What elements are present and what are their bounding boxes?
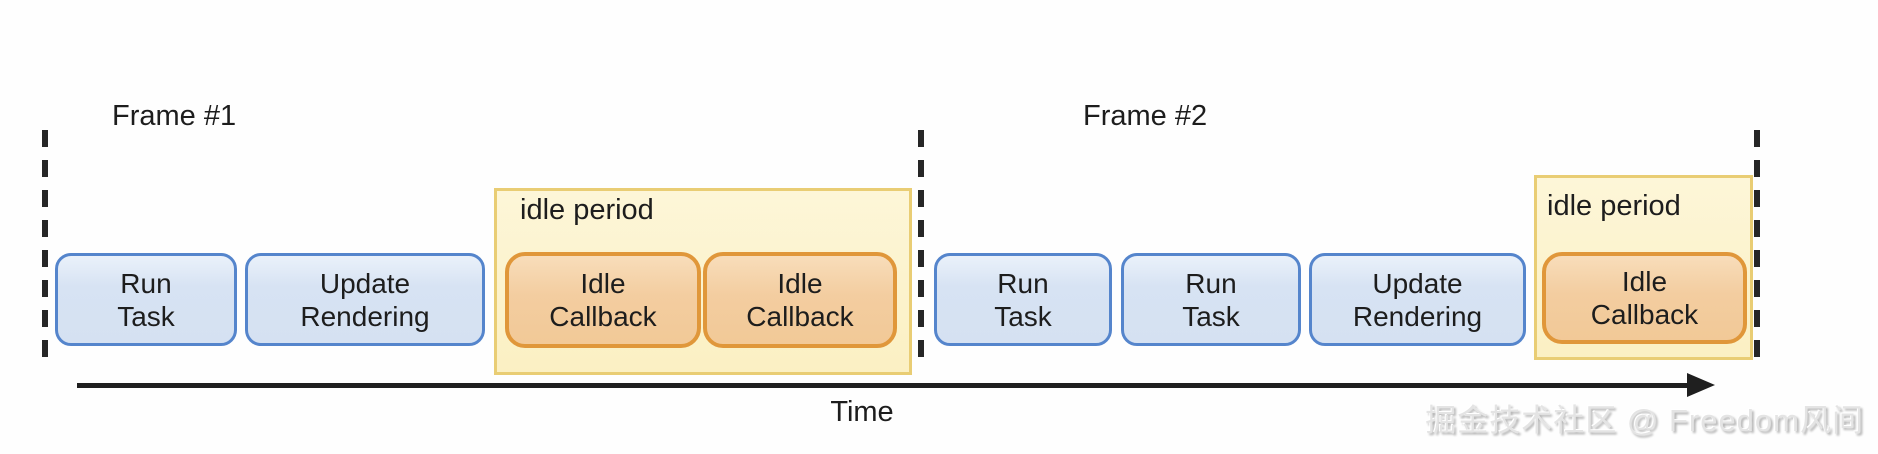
frame1-idle-period-label: idle period: [520, 194, 654, 226]
frame1-idle-callback-box-2: Idle Callback: [703, 252, 897, 348]
frame2-label: Frame #2: [1083, 100, 1208, 132]
time-axis-label: Time: [830, 396, 894, 428]
frame1-label: Frame #1: [112, 100, 237, 132]
frame2-start-boundary-dashed-line: [918, 130, 924, 368]
frame2-end-boundary-dashed-line: [1754, 130, 1760, 368]
frame2-update-rendering-box: Update Rendering: [1309, 253, 1526, 346]
frame2-idle-callback-box: Idle Callback: [1542, 252, 1747, 344]
frame1-start-boundary-dashed-line: [42, 130, 48, 368]
frame2-idle-period-label: idle period: [1547, 190, 1681, 222]
time-axis-line: [77, 383, 1687, 388]
frame1-run-task-box: Run Task: [55, 253, 237, 346]
frame2-run-task-box-2: Run Task: [1121, 253, 1301, 346]
watermark: 掘金技术社区 @ Freedom风间: [1425, 403, 1864, 438]
time-axis-arrowhead-icon: [1687, 373, 1715, 397]
frame1-update-rendering-box: Update Rendering: [245, 253, 485, 346]
frame1-idle-callback-box-1: Idle Callback: [505, 252, 701, 348]
frame2-run-task-box-1: Run Task: [934, 253, 1112, 346]
